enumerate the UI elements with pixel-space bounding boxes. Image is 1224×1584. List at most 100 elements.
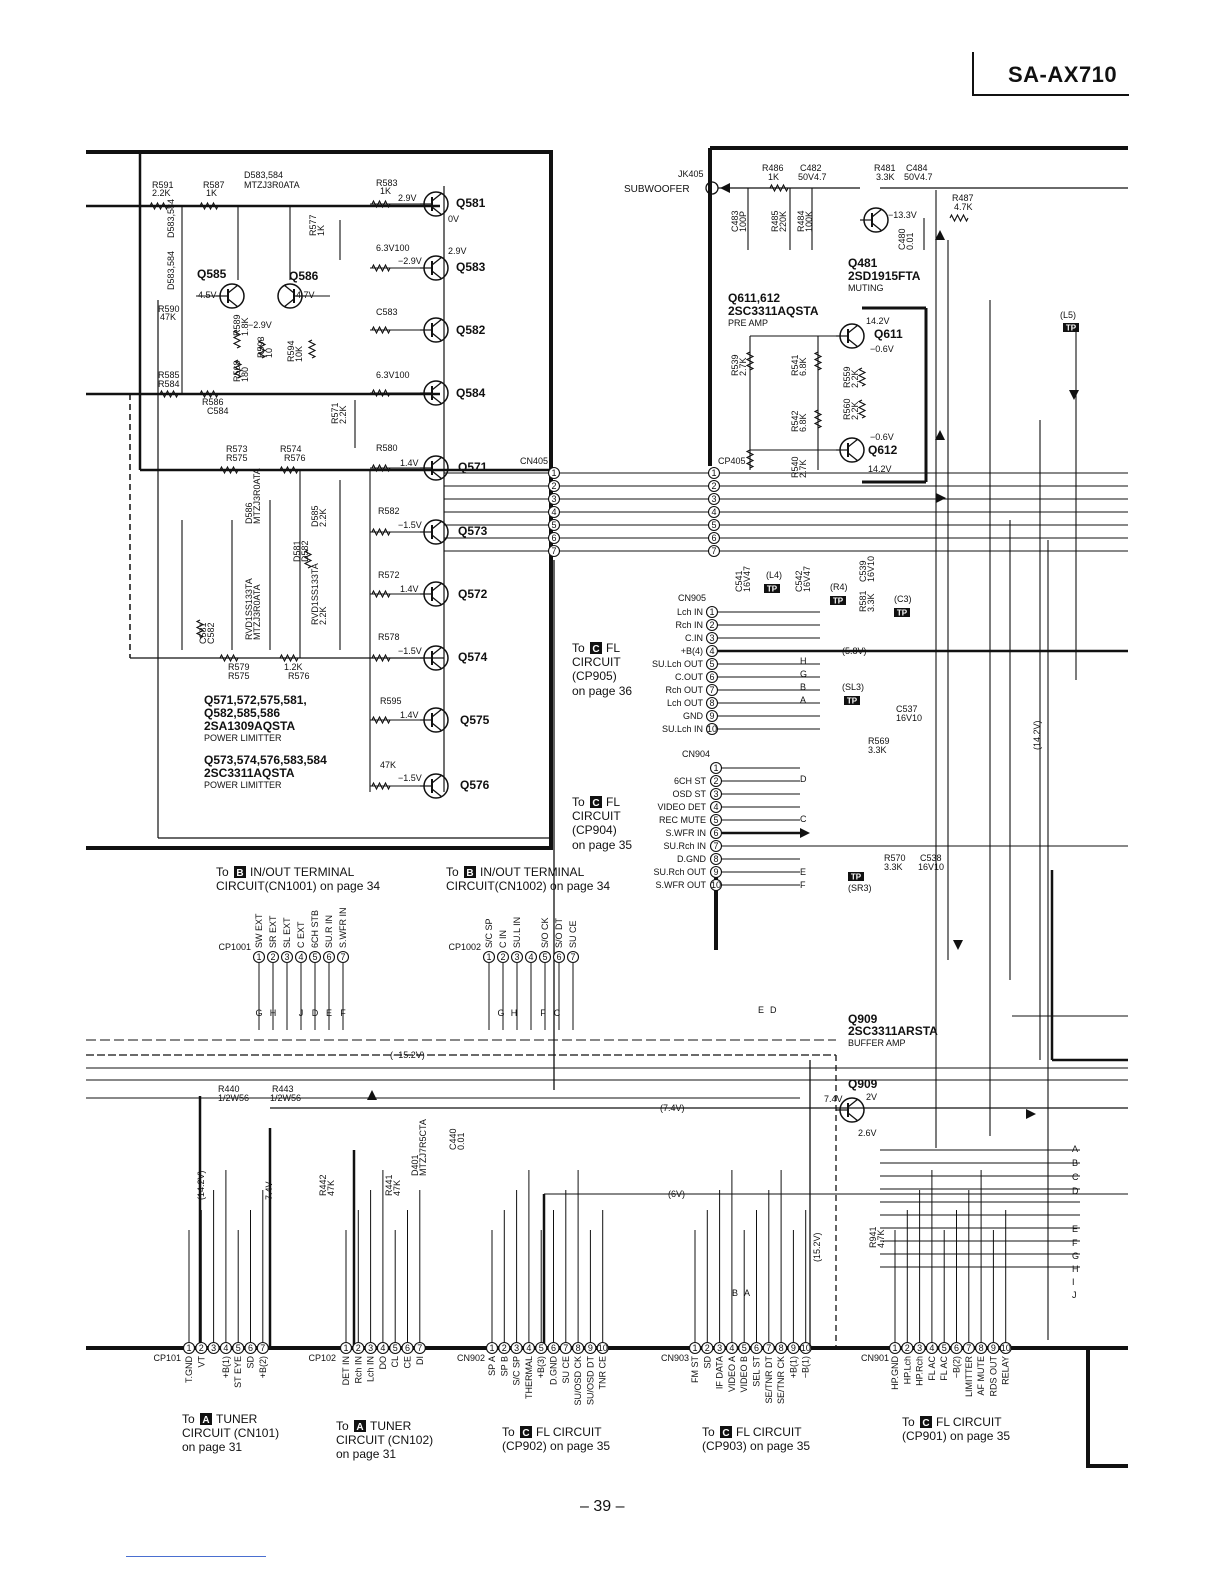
- preamp-label-5: 2.2K: [850, 369, 860, 388]
- power-part-label-19: R574: [280, 444, 302, 454]
- tp-c3: [894, 608, 910, 617]
- lower-part-r440: R440: [218, 1084, 240, 1094]
- transistor-label-9: Q576: [460, 778, 490, 792]
- misc-rot-label-0: C483: [730, 210, 740, 232]
- power-rot-label-11: 1K: [316, 225, 326, 236]
- cn905-pin-9: [705, 709, 719, 723]
- power-rot-label-6: R568: [232, 360, 242, 382]
- power-part-label-13: C584: [207, 406, 229, 416]
- cp1002-pin-3: [510, 950, 524, 964]
- lower-part-d401: D401: [410, 1154, 420, 1176]
- cn903-pin-7-number: 7: [766, 1343, 771, 1353]
- voltage-label-4: 4.5V: [198, 290, 217, 300]
- cp101-pin-5: [232, 1341, 245, 1355]
- cn904-dest-page: on page 35: [572, 838, 632, 852]
- cn903-ref: CN903: [661, 1353, 689, 1363]
- lower-part-c537-val: 16V10: [896, 713, 922, 723]
- cn904-ref: CN904: [682, 749, 710, 759]
- voltage-label-16: 14.2V: [868, 464, 892, 474]
- subwoofer-jack-icon: [705, 181, 719, 195]
- cn904-pin-7-number: 7: [713, 841, 718, 851]
- power-group-b-function: POWER LIMITTER: [204, 780, 282, 790]
- cn903-pinlabel-2: SD: [702, 1356, 712, 1369]
- voltage-label-11: 1.4V: [400, 710, 419, 720]
- cn901-pinlabel-9: RDS OUT: [988, 1355, 998, 1396]
- preamp-label-9: 2.2K: [850, 401, 860, 420]
- cp1001-pinlabel-4: C EXT: [296, 921, 306, 948]
- lower-part-r581: R581: [858, 590, 868, 612]
- cn904-label-6: S.WFR IN: [666, 828, 707, 838]
- cn901-pin-6-number: 6: [954, 1343, 959, 1353]
- cn902-dest-badge: [520, 1426, 532, 1438]
- power-group-a-part: 2SA1309AQSTA: [204, 719, 295, 733]
- cp1001-pinlabel-7: S.WFR IN: [338, 908, 348, 949]
- cn904-pin-3-number: 3: [713, 789, 718, 799]
- cn905-ref: CN905: [678, 593, 706, 603]
- cn905-label-7: Rch OUT: [665, 685, 703, 695]
- q481-part: 2SD1915FTA: [848, 269, 921, 283]
- transistor-q481-emitter: [871, 222, 883, 232]
- cn405-ref: CN405: [520, 456, 548, 466]
- power-rot-label-23: MTZJ3R0ATA: [252, 584, 262, 640]
- cn904-pin-8-number: 8: [713, 854, 718, 864]
- misc-rot-label-7: 0.01: [905, 232, 915, 250]
- cn903-pin-5-number: 5: [742, 1343, 747, 1353]
- cn903-pin-10-number: 10: [801, 1343, 811, 1353]
- voltage-label-1: 0V: [448, 214, 459, 224]
- cn901-pinlabel-2: HP.Lch: [902, 1356, 912, 1384]
- cn904-label-5: REC MUTE: [659, 815, 706, 825]
- subwoofer-jack-ref: JK405: [678, 169, 704, 179]
- base-resistor-q583: [371, 263, 391, 273]
- cn905-label-8: Lch OUT: [667, 698, 704, 708]
- base-resistor-q576: [371, 781, 391, 791]
- power-group-b-refs: Q573,574,576,583,584: [204, 753, 327, 767]
- cn905-pin-2: [705, 618, 719, 632]
- footer-link-rule: [126, 1556, 266, 1557]
- cp102-pin-1: [339, 1341, 353, 1355]
- tp-l5-label: (L5): [1060, 310, 1076, 320]
- cn901-pinlabel-6: −B(2): [952, 1356, 962, 1378]
- cp102-arrow-icon: [367, 1090, 377, 1100]
- cn901-pinlabel-8: AF MUTE: [976, 1356, 986, 1396]
- tp-sl3: [844, 696, 860, 705]
- cp102-pin-1-number: 1: [343, 1343, 348, 1353]
- lower-part-r442: R442: [318, 1174, 328, 1196]
- cn901-pin-2: [901, 1341, 914, 1355]
- cn905-pin-3-number: 3: [709, 633, 714, 643]
- cn905-dest-conn: (CP905): [572, 669, 617, 683]
- transistor-q574-collector: [431, 646, 443, 656]
- cn905-pin-10: [705, 722, 719, 736]
- component-layer: [149, 181, 1079, 1438]
- power-part-label-23: R572: [378, 570, 400, 580]
- cn904-pin-9-number: 9: [713, 867, 718, 877]
- cp405-pin-1: [707, 466, 721, 480]
- transistor-label-6: Q572: [458, 587, 488, 601]
- lower-part-c440-val: 0.01: [456, 1132, 466, 1150]
- lower-part-r443: R443: [272, 1084, 294, 1094]
- cn904-pin-3: [709, 787, 723, 801]
- power-part-label-2: R587: [203, 180, 225, 190]
- cn905-pin-1-number: 1: [709, 607, 714, 617]
- cp1002-pin-5-number: 5: [542, 952, 547, 962]
- cn905-label-1: Lch IN: [677, 607, 703, 617]
- model-number: SA-AX710: [1008, 62, 1118, 87]
- power-rot-label-5: 10K: [294, 346, 304, 362]
- cn903-pin-1: [688, 1341, 702, 1355]
- cp101-pinlabel-4: +B(1): [221, 1356, 231, 1378]
- cn905-label-5: SU.Lch OUT: [652, 659, 704, 669]
- cp102-pin-6-number: 6: [405, 1343, 410, 1353]
- cn902-ref: CN902: [457, 1353, 485, 1363]
- lower-part-r941: R941: [868, 1226, 878, 1248]
- right-letter-1: B: [1072, 1158, 1078, 1168]
- tp-sl3-label: (SL3): [842, 682, 864, 692]
- cp405-pin-4-number: 4: [711, 507, 716, 517]
- ed-letter-e: E: [758, 1005, 764, 1015]
- right-letter-5: F: [1072, 1238, 1078, 1248]
- cn905-label-2: Rch IN: [675, 620, 703, 630]
- transistor-label-0: Q581: [456, 196, 486, 210]
- cp1001-pin-6: [322, 950, 336, 964]
- q481-function: MUTING: [848, 283, 884, 293]
- cn905-label-3: C.IN: [685, 633, 703, 643]
- bus-arrow-icon: [1026, 1109, 1036, 1119]
- cn904-label-7: SU.Rch IN: [663, 841, 706, 851]
